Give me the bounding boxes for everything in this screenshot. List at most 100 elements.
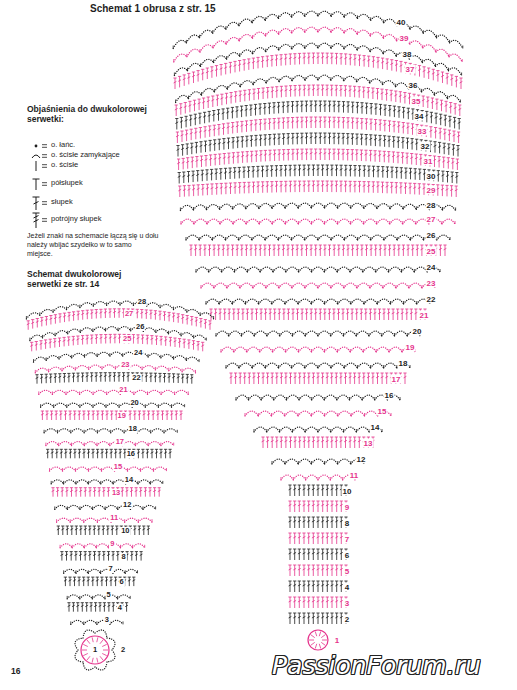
row-number: 25 <box>426 247 437 256</box>
stitches <box>229 373 406 384</box>
stitch-row <box>288 517 347 528</box>
stitches <box>261 437 374 448</box>
stitch-row <box>288 485 347 496</box>
stitches <box>44 430 177 433</box>
chain-loops <box>34 352 200 362</box>
chain-loops <box>254 427 382 432</box>
note-text: Jeżeli znaki na schemacie łączą się u do… <box>27 231 159 258</box>
stitch-row <box>261 437 374 448</box>
row-number: 34 <box>414 111 425 120</box>
row-number: 19 <box>116 412 126 420</box>
row-number: 6 <box>119 578 125 586</box>
row-number: 26 <box>426 231 437 240</box>
equals-sign <box>42 202 47 205</box>
equals-sign <box>42 155 47 158</box>
stitches <box>209 309 426 320</box>
row-number: 32 <box>420 142 431 151</box>
stitch-row <box>288 501 347 512</box>
ring-stitch <box>322 640 327 641</box>
stitch-row <box>186 235 450 240</box>
stitch-row <box>176 117 460 143</box>
ring-stitch <box>321 635 325 638</box>
chain-petal <box>83 630 95 638</box>
stitch-row <box>30 334 204 351</box>
ring-stitch <box>87 656 90 660</box>
row-number: 2 <box>120 646 126 654</box>
chain-loops <box>180 203 455 210</box>
row-number: 2 <box>344 615 350 624</box>
stitch-row <box>221 347 415 352</box>
center-ring <box>81 636 109 664</box>
row-number: 16 <box>384 391 395 400</box>
row-number: 38 <box>402 49 413 58</box>
stitches <box>46 449 172 458</box>
stitch-row <box>35 365 195 373</box>
stitches <box>288 501 347 512</box>
ring-stitch <box>92 637 93 642</box>
chain-petal <box>107 650 115 662</box>
chain-loops <box>51 480 163 484</box>
row-number: 36 <box>408 81 419 90</box>
watermark: PassionForum.ru <box>272 652 481 681</box>
row-number: 39 <box>399 33 410 42</box>
stitches <box>41 411 183 420</box>
stitch-row <box>281 475 355 480</box>
row-number: 9 <box>109 540 115 548</box>
stitches <box>27 309 212 330</box>
page-number: 16 <box>11 667 20 677</box>
stitch-row <box>44 429 177 433</box>
row-number: 8 <box>344 519 350 528</box>
legend-text: potrójny słupek <box>51 215 101 224</box>
stitch-row <box>67 603 128 612</box>
chain-loops <box>226 363 410 368</box>
legend-heading: Objaśnienia do dwukolorowej serwetki: <box>27 105 167 125</box>
ring-stitch <box>100 640 103 644</box>
row-number: 1 <box>92 646 98 654</box>
stitch-row <box>288 533 347 544</box>
stitches <box>288 597 347 608</box>
stitches <box>71 621 123 624</box>
stitches <box>186 237 450 240</box>
row-number: 15 <box>377 407 388 416</box>
stitches <box>46 443 174 446</box>
stitch-row <box>254 427 382 432</box>
row-number: 31 <box>423 157 434 166</box>
stitches <box>41 404 185 407</box>
tablecloth-chart <box>173 11 463 650</box>
stitch-row <box>55 505 156 509</box>
stitch-row <box>50 467 167 471</box>
row-number: 19 <box>405 343 416 352</box>
stitches <box>178 165 459 184</box>
legend-text: półsłupek <box>51 179 83 188</box>
stitch-row <box>176 133 459 157</box>
stitches <box>288 565 347 576</box>
chain-loops <box>46 442 174 446</box>
stitch-row <box>288 597 347 608</box>
stitches <box>288 581 347 592</box>
stitches <box>35 373 193 384</box>
row-number: 5 <box>106 591 112 599</box>
chain-loops <box>206 299 430 304</box>
ring-stitch <box>311 642 315 645</box>
stitch-row <box>173 11 463 48</box>
row-number: 16 <box>126 450 136 458</box>
chain-loops <box>196 267 440 272</box>
chain-loops <box>57 518 152 522</box>
ring-stitch <box>83 653 88 655</box>
row-number: 6 <box>344 551 350 560</box>
center-ring <box>308 630 328 650</box>
stitch-row <box>229 373 406 384</box>
stitches <box>55 506 156 509</box>
stitches <box>176 117 460 143</box>
row-number: 3 <box>104 616 110 624</box>
ring-stitch <box>102 653 107 655</box>
stitch-row <box>196 267 440 272</box>
stitches <box>67 603 128 612</box>
row-number: 28 <box>137 298 147 306</box>
stitches <box>281 477 355 480</box>
row-number: 14 <box>124 476 134 484</box>
row-number: 23 <box>120 361 130 369</box>
row-number: 21 <box>419 311 430 320</box>
stitch-row <box>39 390 188 394</box>
